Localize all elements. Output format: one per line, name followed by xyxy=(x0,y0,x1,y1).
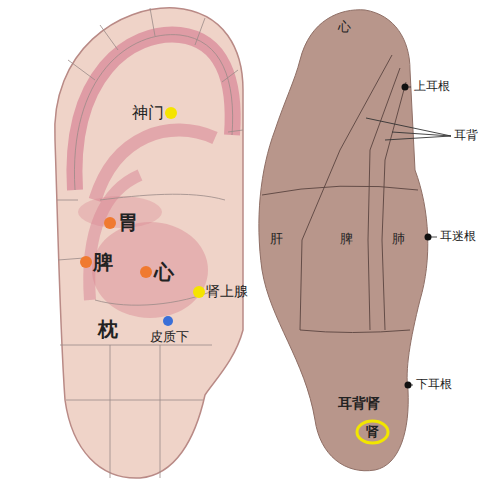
point-label: 肾 xyxy=(355,423,390,441)
helix-band xyxy=(74,35,232,190)
point-label: 皮质下 xyxy=(150,330,189,344)
circled-point: 肾 xyxy=(355,419,390,445)
point-label: 肝 xyxy=(270,232,283,246)
point-label: 耳迷根 xyxy=(440,230,476,243)
point-label: 下耳根 xyxy=(416,378,452,391)
point-dot xyxy=(193,286,205,298)
ear-back xyxy=(259,10,428,471)
zone-grid xyxy=(57,8,243,478)
point-dot xyxy=(140,266,152,278)
point-label: 胃 xyxy=(118,211,138,233)
point-label: 上耳根 xyxy=(414,80,450,93)
leader-line xyxy=(366,87,451,385)
point-label: 心 xyxy=(154,261,174,283)
point-dot xyxy=(163,316,173,326)
point-label: 脾 xyxy=(340,232,353,246)
point-label: 耳背 xyxy=(454,129,478,142)
ear-back-lines xyxy=(262,55,418,333)
point-label: 肾上腺 xyxy=(206,284,248,299)
point-label: 神门 xyxy=(132,104,164,122)
point-label: 耳背肾 xyxy=(338,396,380,411)
point-label: 心 xyxy=(338,20,351,34)
point-label: 肺 xyxy=(392,232,405,246)
point-dot xyxy=(425,234,432,241)
point-dot xyxy=(104,217,116,229)
point-label: 枕 xyxy=(98,318,118,340)
ear-front xyxy=(55,8,243,478)
point-dot xyxy=(80,256,92,268)
point-dot xyxy=(402,84,409,91)
point-dot xyxy=(405,382,412,389)
point-dot xyxy=(165,107,177,119)
point-label: 脾 xyxy=(93,251,113,273)
